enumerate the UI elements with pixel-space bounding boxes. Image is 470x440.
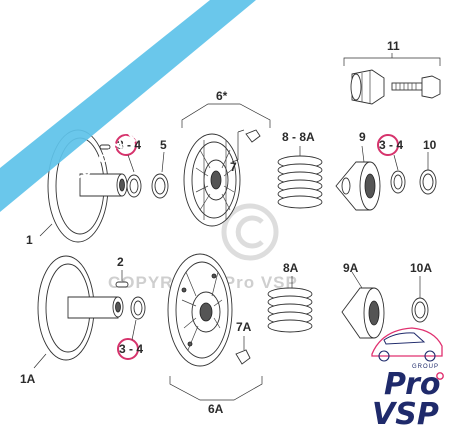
part-11-bolt-and-nut [343,53,441,105]
logo-group-text: GROUP [412,364,439,370]
label-1: 1 [26,233,33,247]
label-7A: 7A [236,320,252,334]
part-9A-cone [341,271,385,339]
bolt-icon [391,75,441,99]
highlight-ring [117,338,139,360]
part-10A-ring [411,276,429,323]
label-10: 10 [423,138,437,152]
part-3-4-washer-bottom [130,296,146,341]
part-6A-cam-plate [167,253,263,401]
part-3-4-washer-top-right [390,154,406,194]
nut-icon [350,69,385,105]
label-1A: 1A [20,372,36,386]
part-7A-slider [235,336,251,365]
part-2-small-pin-top [99,144,111,150]
part-8A-spring-bottom [267,276,313,333]
part-5-ring [151,151,169,199]
label-8-8A: 8 - 8A [282,130,315,144]
part-3-4-washer-top-left [126,154,142,198]
label-6-star: 6* [216,89,228,103]
part-7-slider [231,129,261,163]
label-10A: 10A [410,261,432,275]
part-6-cam-plate [181,103,271,227]
label-6A: 6A [208,402,224,416]
label-9A: 9A [343,261,359,275]
part-1A-pulley-half [33,255,124,369]
label-5: 5 [160,138,167,152]
label-3-4-top-left: 3 - 4 [117,138,141,152]
part-2-pin [115,270,129,288]
label-8A: 8A [283,261,299,275]
label-3-4-top-right: 3 - 4 [379,138,403,152]
copyright-watermark [221,203,279,261]
label-7: 7 [230,160,237,174]
highlight-ring [377,134,399,156]
label-9: 9 [359,130,366,144]
logo-dot-icon [436,372,444,380]
logo-vsp-text: VSP [372,397,439,432]
label-2: 2 [117,255,124,269]
label-11: 11 [387,39,400,53]
pro-vsp-logo: GROUP Pro VSP [371,327,444,432]
label-3-4-bottom: 3 - 4 [119,342,143,356]
part-9-cone [335,145,381,211]
part-10-ring [419,152,437,195]
logo-pro-text: Pro [384,367,440,402]
part-8-spring-top [277,146,323,209]
highlight-ring [115,134,137,156]
car-logo-icon [371,327,443,362]
